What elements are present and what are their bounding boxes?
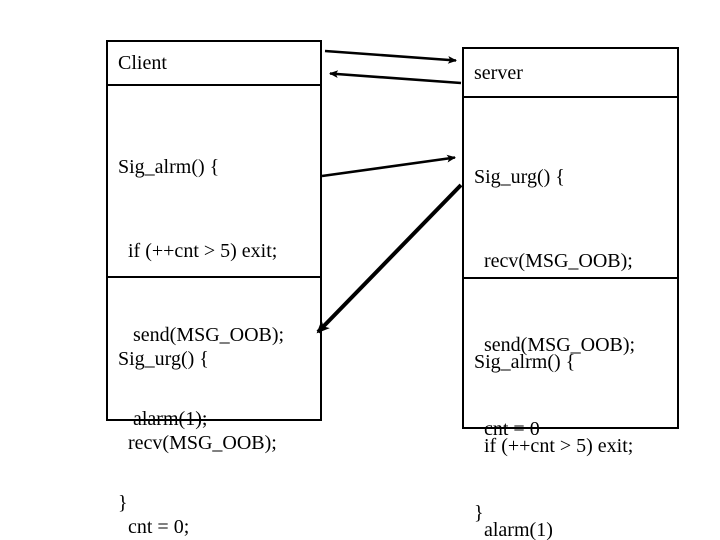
server-sig-alrm-block: Sig_alrm() { if (++cnt > 5) exit; alarm(…	[474, 292, 682, 540]
arrow-server-to-client-oob	[316, 183, 463, 334]
code-line: recv(MSG_OOB);	[118, 432, 277, 454]
code-line: alarm(1);	[118, 408, 208, 430]
server-header-divider	[464, 96, 677, 98]
code-line: send(MSG_OOB);	[474, 334, 636, 356]
code-line: recv(MSG_OOB);	[474, 250, 633, 272]
code-line: Sig_urg() {	[118, 348, 209, 370]
code-line: cnt = 0;	[118, 516, 190, 538]
code-line: }	[474, 502, 484, 524]
arrow-server-to-client-top	[329, 70, 462, 85]
code-line: if (++cnt > 5) exit;	[118, 240, 278, 262]
server-sig-urg-block: Sig_urg() { recv(MSG_OOB); send(MSG_OOB)…	[474, 107, 682, 540]
server-title: server	[474, 62, 523, 84]
client-box: Client Sig_alrm() { if (++cnt > 5) exit;…	[106, 40, 322, 538]
client-sig-urg-block: Sig_urg() { recv(MSG_OOB); cnt = 0; }	[118, 289, 324, 540]
server-box: server Sig_urg() { recv(MSG_OOB); send(M…	[462, 47, 679, 540]
client-header-divider	[108, 84, 320, 86]
code-line: alarm(1)	[474, 519, 553, 540]
arrow-client-to-server-top	[324, 49, 457, 64]
code-line: Sig_alrm() {	[474, 351, 576, 373]
code-line: cnt = 0	[474, 418, 540, 440]
code-line: }	[118, 492, 128, 514]
client-sig-alrm-block: Sig_alrm() { if (++cnt > 5) exit; send(M…	[118, 97, 324, 540]
code-line: Sig_urg() {	[474, 166, 565, 188]
code-line: if (++cnt > 5) exit;	[474, 435, 634, 457]
server-section-divider	[464, 277, 677, 279]
code-line: Sig_alrm() {	[118, 156, 220, 178]
client-title: Client	[118, 52, 167, 74]
code-line: send(MSG_OOB);	[118, 324, 285, 346]
arrow-client-to-server-oob	[321, 154, 456, 178]
client-section-divider	[108, 276, 320, 278]
